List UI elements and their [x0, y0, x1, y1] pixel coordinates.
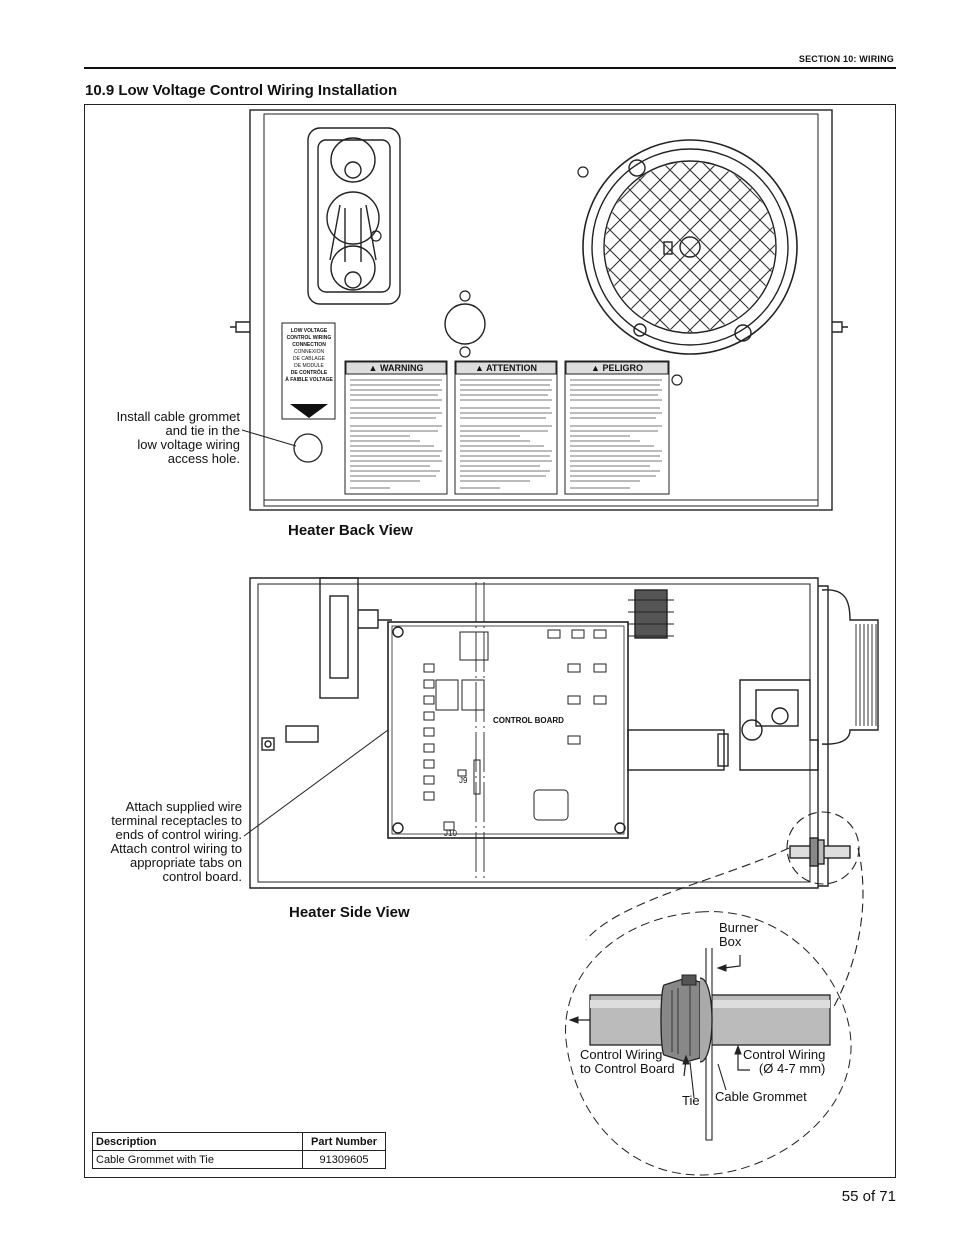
section-header: SECTION 10: WIRING: [798, 54, 894, 64]
page-number: 55 of 71: [841, 1188, 896, 1205]
table-row: Cable Grommet with Tie 91309605: [92, 1150, 386, 1169]
warning-header: ▲ WARNING: [368, 363, 424, 373]
peligro-panel: [564, 360, 670, 495]
peligro-header: ▲ PELIGRO: [591, 363, 643, 373]
sticker-text: LOW VOLTAGE CONTROL WIRING CONNECTION CO…: [285, 328, 333, 383]
page-title: 10.9 Low Voltage Control Wiring Installa…: [85, 82, 398, 99]
figure-frame: [84, 104, 896, 1178]
control-board-label: CONTROL BOARD: [493, 716, 564, 725]
wiring-size-label: Control Wiring (Ø 4-7 mm): [743, 1047, 826, 1076]
detail-circle: [565, 911, 852, 1176]
table-header-row: Description Part Number: [92, 1132, 386, 1151]
burner-box-label: Burner Box: [719, 920, 759, 949]
side-view-label: Heater Side View: [289, 904, 410, 921]
parts-table: Description Part Number Cable Grommet wi…: [92, 1132, 386, 1169]
low-voltage-sticker: [281, 322, 336, 420]
tie-label: Tie: [682, 1093, 700, 1108]
col-part-number: Part Number: [302, 1132, 386, 1151]
access-hole: [293, 433, 323, 463]
power-socket-plate: [307, 127, 401, 305]
fan-housing: [582, 139, 798, 355]
back-view-label: Heater Back View: [288, 522, 413, 539]
header-rule: [84, 67, 896, 69]
cable-grommet-label: Cable Grommet: [715, 1089, 807, 1104]
row-part-number: 91309605: [302, 1150, 386, 1169]
back-view-callout: Install cable grommet and tie in the low…: [116, 409, 240, 466]
row-description: Cable Grommet with Tie: [92, 1150, 303, 1169]
side-panel: [249, 577, 819, 889]
j10-label: J10: [444, 829, 457, 838]
wiring-to-board-label: Control Wiring to Control Board: [580, 1047, 675, 1076]
side-view-callout: Attach supplied wire terminal receptacle…: [110, 799, 242, 884]
col-description: Description: [92, 1132, 303, 1151]
j9-label: J9: [459, 776, 468, 785]
attention-header: ▲ ATTENTION: [475, 363, 537, 373]
back-panel: [249, 109, 833, 511]
attention-panel: [454, 360, 558, 495]
warning-panel: [344, 360, 448, 495]
